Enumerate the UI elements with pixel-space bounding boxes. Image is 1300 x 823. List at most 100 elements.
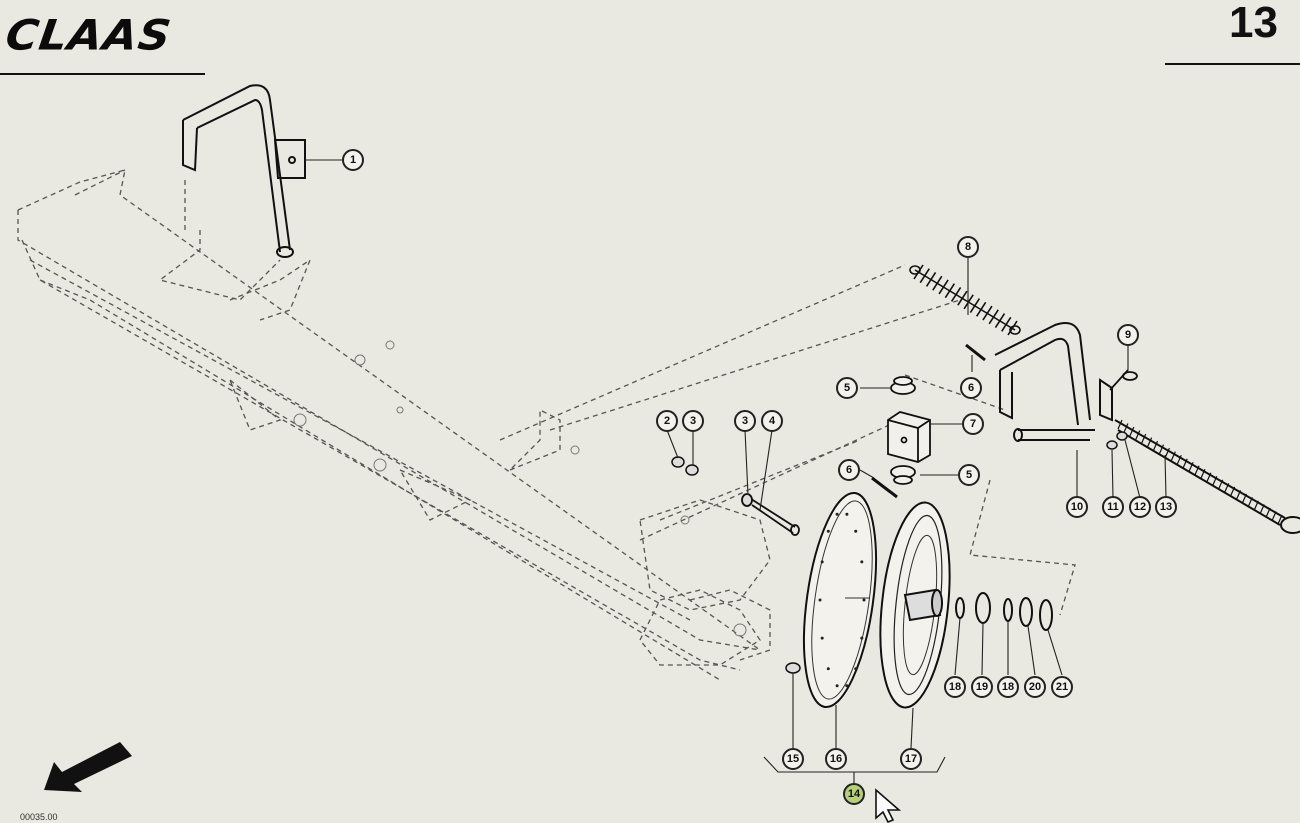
callout-18-left[interactable]: 18 bbox=[944, 676, 966, 698]
callout-17[interactable]: 17 bbox=[900, 748, 922, 770]
rod-thread bbox=[1188, 461, 1194, 472]
rod-thread bbox=[1117, 419, 1123, 430]
callout-5-lower[interactable]: 5 bbox=[958, 464, 980, 486]
parts-18-21-bearings bbox=[955, 592, 1053, 631]
callout-7[interactable]: 7 bbox=[962, 413, 984, 435]
rod-thread bbox=[1123, 423, 1129, 433]
spring-coil bbox=[1007, 320, 1018, 336]
parts-3-4-bolt bbox=[741, 493, 800, 536]
spring-coil bbox=[944, 283, 956, 299]
rod-thread bbox=[1259, 504, 1265, 514]
disc-rivet bbox=[826, 529, 830, 533]
rod-thread bbox=[1241, 493, 1247, 504]
callout-16[interactable]: 16 bbox=[825, 748, 847, 770]
callout-13[interactable]: 13 bbox=[1155, 496, 1177, 518]
rod-thread bbox=[1247, 497, 1253, 507]
disc-rivet bbox=[826, 667, 830, 671]
disc-rivet bbox=[820, 636, 824, 640]
rod-thread bbox=[1164, 447, 1170, 458]
part-13-rod bbox=[1114, 419, 1300, 534]
arrow-down-left-icon bbox=[44, 742, 132, 792]
spring-coil bbox=[932, 275, 943, 291]
callout-9[interactable]: 9 bbox=[1117, 324, 1139, 346]
callout-20[interactable]: 20 bbox=[1024, 676, 1046, 698]
rod-thread bbox=[1176, 454, 1182, 465]
spring-coil bbox=[963, 294, 974, 310]
callout-19[interactable]: 19 bbox=[971, 676, 993, 698]
callout-5-upper[interactable]: 5 bbox=[836, 377, 858, 399]
callout-6-upper[interactable]: 6 bbox=[960, 377, 982, 399]
disc-rivet bbox=[860, 560, 864, 564]
part-10-lever bbox=[994, 322, 1113, 442]
spring-coil bbox=[919, 268, 930, 284]
rod-thread bbox=[1182, 458, 1188, 468]
rod-thread bbox=[1158, 444, 1165, 454]
disc-rivet bbox=[820, 560, 824, 564]
disc-rivet bbox=[854, 667, 858, 671]
mouse-cursor-icon bbox=[875, 788, 902, 823]
disc-rivet bbox=[862, 598, 866, 602]
part-6-pin-upper bbox=[965, 343, 986, 362]
disc-rivet bbox=[845, 684, 849, 688]
part-17-wheel bbox=[879, 501, 951, 709]
part-16-disc bbox=[803, 491, 877, 709]
part-1-handle bbox=[182, 84, 306, 258]
callout-8[interactable]: 8 bbox=[957, 236, 979, 258]
spring-coil bbox=[1001, 316, 1012, 332]
rod-thread bbox=[1212, 476, 1218, 486]
callout-4[interactable]: 4 bbox=[761, 410, 783, 432]
part-8-spring bbox=[909, 265, 1021, 335]
callout-21[interactable]: 21 bbox=[1051, 676, 1073, 698]
disc-rivet bbox=[835, 684, 839, 688]
rod-thread bbox=[1135, 430, 1141, 440]
part-5-washers bbox=[890, 376, 916, 485]
callout-1[interactable]: 1 bbox=[342, 149, 364, 171]
callout-2[interactable]: 2 bbox=[656, 410, 678, 432]
rod-thread bbox=[1206, 472, 1212, 483]
spring-coil bbox=[982, 305, 993, 321]
rod-thread bbox=[1141, 433, 1147, 444]
callout-18-right[interactable]: 18 bbox=[997, 676, 1019, 698]
callout-14[interactable]: 14 bbox=[843, 783, 865, 805]
callout-11[interactable]: 11 bbox=[1102, 496, 1124, 518]
leader-lines bbox=[305, 159, 1167, 783]
spring-coil bbox=[950, 286, 962, 302]
spring-coil bbox=[988, 309, 999, 325]
page-number: 13 bbox=[1229, 0, 1278, 47]
callout-15[interactable]: 15 bbox=[782, 748, 804, 770]
frame-beam-outline bbox=[17, 169, 1076, 681]
part-6-pin-lower bbox=[871, 476, 898, 499]
rod-thread bbox=[1271, 511, 1277, 521]
disc-rivet bbox=[860, 636, 864, 640]
rod-thread bbox=[1147, 437, 1153, 447]
callout-10[interactable]: 10 bbox=[1066, 496, 1088, 518]
part-15-nut bbox=[785, 662, 801, 674]
disc-rivet bbox=[845, 512, 849, 516]
frame-details bbox=[293, 340, 747, 637]
rod-thread bbox=[1277, 514, 1283, 525]
rod-thread bbox=[1153, 440, 1159, 451]
parts-2-3-nuts bbox=[671, 456, 699, 476]
rod-thread bbox=[1230, 486, 1236, 497]
rod-thread bbox=[1200, 469, 1206, 479]
rod-thread bbox=[1235, 490, 1242, 500]
spring-coil bbox=[994, 313, 1006, 328]
callout-3-left[interactable]: 3 bbox=[682, 410, 704, 432]
rod-thread bbox=[1194, 465, 1200, 475]
parts-11-12-nuts bbox=[1106, 431, 1128, 450]
rod-threads bbox=[1117, 419, 1283, 525]
callout-3-right[interactable]: 3 bbox=[734, 410, 756, 432]
spring-coil bbox=[957, 290, 968, 306]
spring-coil bbox=[975, 301, 987, 317]
rod-thread bbox=[1224, 483, 1230, 493]
rod-thread bbox=[1253, 500, 1259, 511]
rod-thread bbox=[1129, 426, 1135, 437]
callout-12[interactable]: 12 bbox=[1129, 496, 1151, 518]
disc-rivet bbox=[854, 529, 858, 533]
rod-thread bbox=[1170, 451, 1176, 461]
rod-thread bbox=[1265, 507, 1271, 518]
disc-rivets bbox=[818, 512, 866, 688]
callout-6-lower[interactable]: 6 bbox=[838, 459, 860, 481]
drawing-code: 00035.00 bbox=[20, 812, 58, 822]
